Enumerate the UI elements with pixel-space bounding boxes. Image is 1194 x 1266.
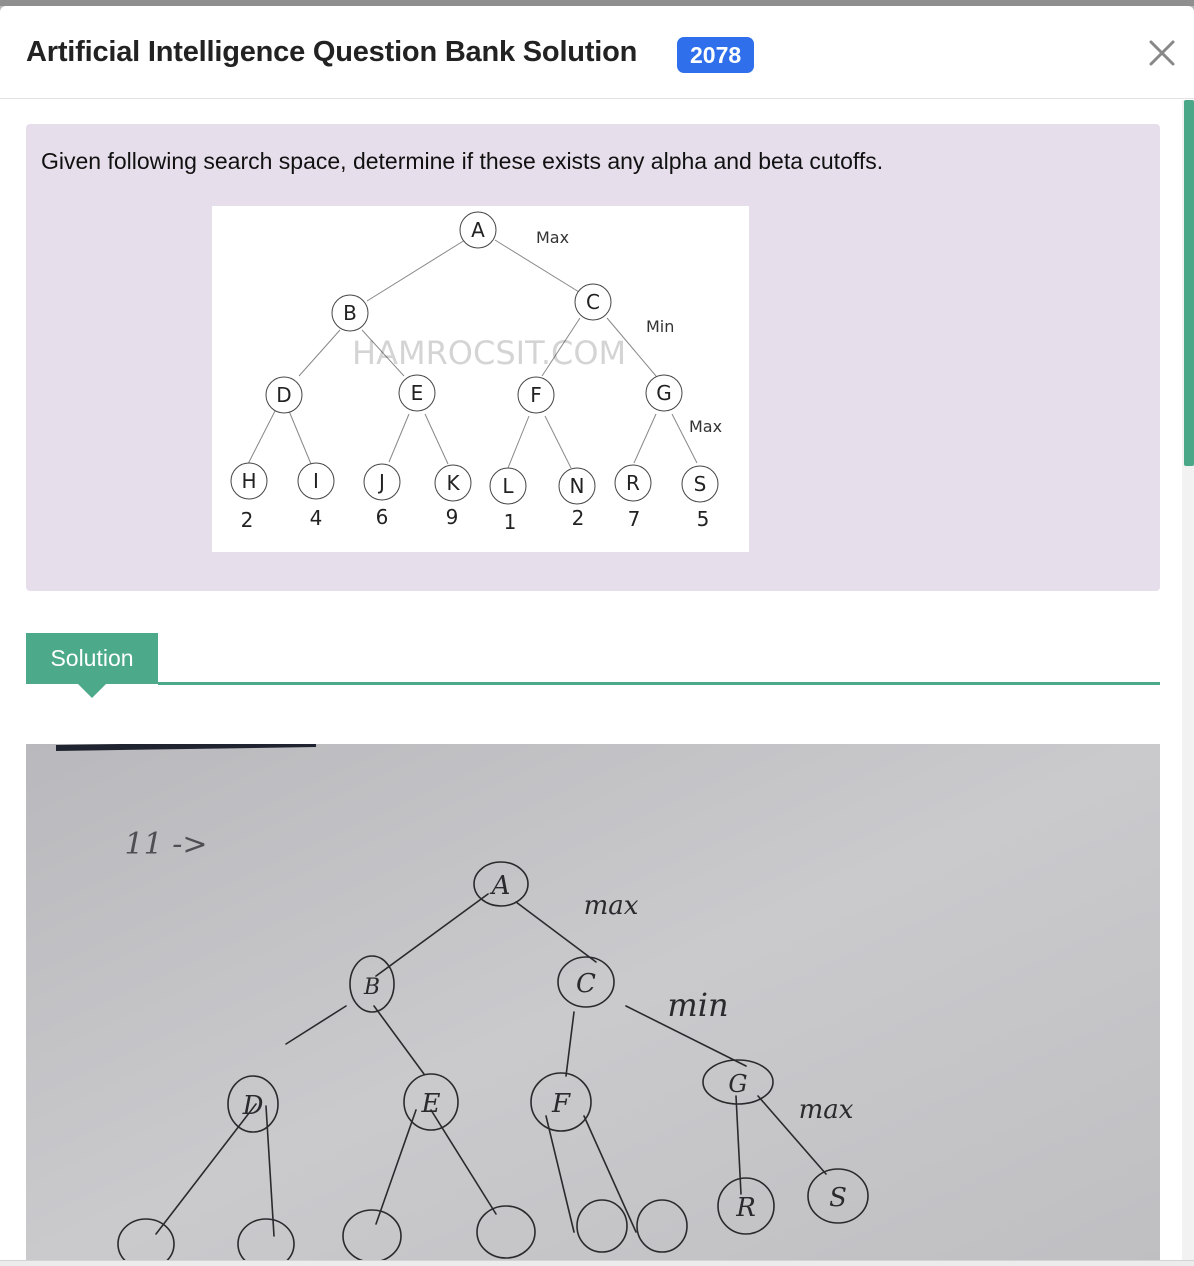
node-label: A: [471, 218, 485, 242]
solution-tab-pointer: [78, 684, 106, 698]
leaf-value: 7: [628, 507, 641, 531]
handwritten-level-max: max: [799, 1095, 854, 1125]
tree-node-A: [459, 211, 497, 249]
tree-node-J: [363, 463, 401, 501]
modal-title: Artificial Intelligence Question Bank So…: [26, 36, 638, 68]
scrollbar-thumb[interactable]: [1184, 100, 1194, 466]
handwritten-tree-sketch: 11 -> max min max A B C D E F G R S: [26, 744, 1160, 1266]
question-box: Given following search space, determine …: [26, 124, 1160, 591]
close-button[interactable]: [1143, 34, 1181, 72]
node-label: E: [411, 381, 424, 405]
leaf-value: 2: [572, 506, 585, 530]
tree-node-I: [297, 462, 335, 500]
page-backdrop: [0, 0, 1194, 6]
node-label: J: [377, 470, 385, 494]
handwritten-node: D: [242, 1091, 264, 1121]
handwritten-level-min: min: [667, 986, 728, 1024]
modal-header: Artificial Intelligence Question Bank So…: [0, 6, 1194, 99]
tree-node-B: [331, 294, 369, 332]
node-label: S: [694, 472, 707, 496]
tree-node-R: [614, 464, 652, 502]
handwritten-node: S: [829, 1183, 847, 1213]
handwritten-node: C: [576, 969, 596, 999]
solution-divider: [158, 682, 1160, 685]
handwritten-node: F: [551, 1089, 571, 1119]
handwritten-level-max: max: [584, 891, 639, 921]
question-tree-figure: A B C D E F G H I J K L N R S 2: [212, 206, 749, 552]
handwritten-node: R: [735, 1193, 756, 1223]
tree-node-S: [681, 465, 719, 503]
node-label: C: [586, 290, 600, 314]
question-text: Given following search space, determine …: [41, 148, 884, 174]
tree-node-D: [265, 376, 303, 414]
node-label: K: [446, 471, 460, 495]
handwritten-node: E: [421, 1089, 441, 1119]
tree-node-E: [398, 374, 436, 412]
tree-node-F: [517, 376, 555, 414]
tree-node-N: [558, 467, 596, 505]
node-label: I: [313, 469, 319, 493]
leaf-value: 2: [241, 508, 254, 532]
tree-node-G: [645, 374, 683, 412]
leaf-value: 1: [504, 510, 517, 534]
leaf-value: 5: [697, 507, 710, 531]
node-label: H: [241, 469, 256, 493]
level-label-max: Max: [536, 228, 569, 247]
tree-node-C: [574, 283, 612, 321]
leaf-value: 9: [446, 505, 459, 529]
leaf-value: 4: [310, 506, 323, 530]
close-icon: [1149, 40, 1175, 66]
handwritten-solution-image: 11 -> max min max A B C D E F G R S: [26, 744, 1160, 1266]
node-label: B: [343, 301, 357, 325]
node-label: F: [530, 383, 542, 407]
solution-modal: Artificial Intelligence Question Bank So…: [0, 6, 1194, 1266]
level-label-max: Max: [689, 417, 722, 436]
level-label-min: Min: [646, 317, 674, 336]
tree-node-L: [489, 467, 527, 505]
node-label: L: [502, 474, 514, 498]
node-label: G: [656, 381, 672, 405]
leaf-value: 6: [376, 505, 389, 529]
modal-bottom-edge: [0, 1260, 1194, 1266]
handwritten-node: B: [363, 975, 380, 1000]
handwritten-node: A: [490, 871, 511, 901]
watermark: HAMROCSIT.COM: [352, 334, 626, 372]
node-label: R: [626, 471, 640, 495]
handwritten-node: G: [728, 1070, 747, 1098]
game-tree-diagram: A B C D E F G H I J K L N R S 2: [230, 211, 722, 534]
node-label: D: [276, 383, 291, 407]
solution-tab: Solution: [26, 633, 158, 684]
handwritten-question-number: 11 ->: [125, 827, 208, 862]
tree-node-K: [434, 464, 472, 502]
node-label: N: [570, 474, 585, 498]
year-badge: 2078: [677, 37, 755, 73]
tree-node-H: [230, 462, 268, 500]
